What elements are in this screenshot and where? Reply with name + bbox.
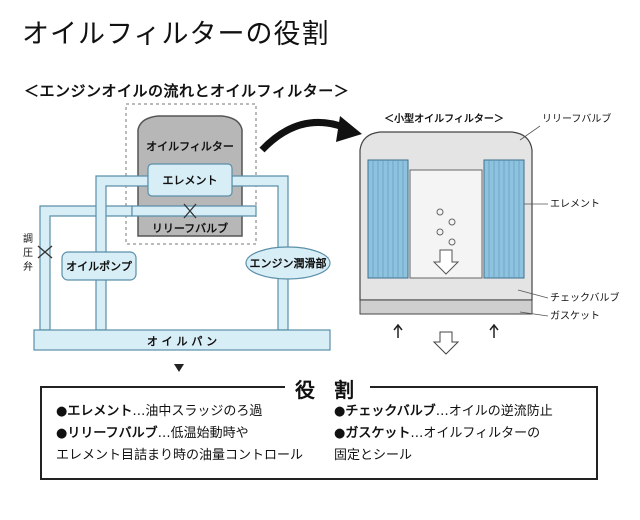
pressure-valve-char-1: 調 xyxy=(23,232,33,245)
outflow-arrow-icon xyxy=(432,331,460,355)
oil-pump-box xyxy=(61,251,137,281)
cutaway-base xyxy=(359,299,533,315)
pressure-valve-char-3: 弁 xyxy=(23,260,33,273)
role-item: ●チェックバルブ…オイルの逆流防止 xyxy=(334,404,553,419)
leader-relief xyxy=(519,125,541,141)
diagram-subtitle: ＜エンジンオイルの流れとオイルフィルター＞ xyxy=(24,82,350,100)
pressure-valve-icon xyxy=(37,245,53,259)
oil-pan-box xyxy=(33,329,331,351)
tube-hole xyxy=(436,208,444,216)
role-item: エレメント目詰まり時の油量コントロール xyxy=(56,448,304,463)
oil-pan-label: オ イ ル パ ン xyxy=(147,335,217,348)
cutaway-check-label: チェックバルブ xyxy=(550,291,620,304)
role-item: ●ガスケット…オイルフィルターの xyxy=(334,426,541,441)
cutaway-element-label: エレメント xyxy=(550,199,600,210)
inflow-arrow-icon xyxy=(489,323,499,338)
cutaway-title: ＜小型オイルフィルター＞ xyxy=(384,112,504,125)
big-arrow-head xyxy=(336,116,362,142)
leader-gasket xyxy=(519,311,549,317)
down-triangle-icon xyxy=(174,364,184,372)
inflow-arrow-icon xyxy=(393,323,403,338)
relief-valve-icon xyxy=(183,203,197,219)
tube-hole xyxy=(448,218,456,226)
filter-dashed-frame xyxy=(125,103,257,245)
page-title: オイルフィルターの役割 xyxy=(22,19,330,50)
tube-hole xyxy=(436,228,444,236)
pressure-valve-char-2: 圧 xyxy=(23,248,33,259)
element-box xyxy=(147,163,233,197)
roles-heading: 役 割 xyxy=(285,374,370,403)
role-item: ●エレメント…油中スラッジのろ過 xyxy=(56,404,263,419)
oil-filter-label: オイルフィルター xyxy=(146,140,234,153)
role-item: ●リリーフバルブ…低温始動時や xyxy=(56,426,249,441)
down-flow-arrow-icon xyxy=(432,249,460,275)
pipe-bypass xyxy=(131,205,257,217)
role-item: 固定とシール xyxy=(334,448,413,463)
engine-lube-label: エンジン潤滑部 xyxy=(250,256,327,270)
cutaway-relief-label: リリーフバルブ xyxy=(542,112,611,125)
cutaway-gasket-label: ガスケット xyxy=(550,310,600,322)
element-label: エレメント xyxy=(163,174,218,187)
tube-hole xyxy=(448,238,456,246)
engine-lube-box xyxy=(245,246,331,280)
big-arrow-curve xyxy=(259,118,348,153)
leader-check xyxy=(517,289,549,299)
oil-pump-label: オイルポンプ xyxy=(66,259,133,273)
relief-valve-label: リリーフバルブ xyxy=(152,221,228,235)
